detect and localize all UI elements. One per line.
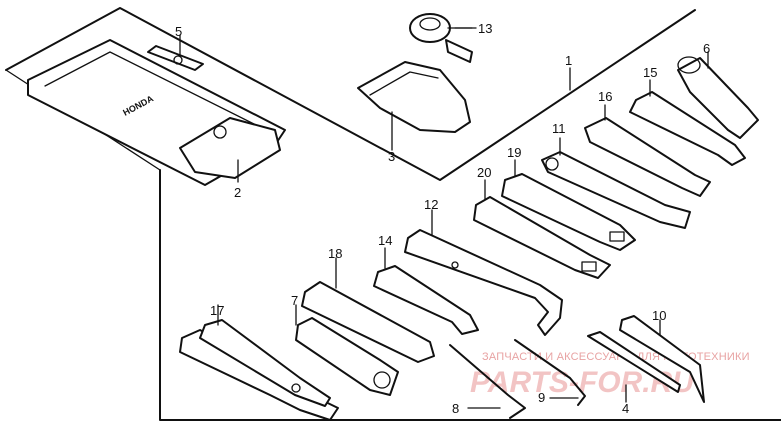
callout-1: 1 — [565, 53, 572, 68]
callout-13: 13 — [478, 21, 492, 36]
tool-bag — [357, 61, 471, 151]
small-wrench — [373, 247, 479, 335]
callout-7: 7 — [291, 293, 298, 308]
spark-plug-wrench — [295, 304, 399, 396]
screwdriver-4 — [587, 331, 681, 403]
wrench-11 — [541, 137, 691, 229]
hex-key-8 — [449, 344, 526, 419]
wrench-16 — [584, 104, 711, 197]
socket-wrench — [677, 51, 759, 139]
hex-key-9 — [514, 339, 586, 406]
pouch-strap — [147, 34, 204, 71]
box-wrench-19 — [501, 159, 636, 251]
handle-bar — [301, 257, 435, 363]
callout-12: 12 — [424, 197, 438, 212]
callout-11: 11 — [552, 121, 566, 136]
callout-5: 5 — [175, 24, 182, 39]
callouts: 2 3 4 5 6 7 8 9 10 11 12 13 14 15 16 17 … — [175, 21, 710, 416]
callout-4: 4 — [622, 401, 629, 416]
box-wrench-20 — [473, 179, 611, 279]
callout-19: 19 — [507, 145, 521, 160]
pliers — [179, 304, 339, 421]
wrench-15 — [629, 79, 746, 166]
callout-17: 17 — [210, 303, 224, 318]
callout-18: 18 — [328, 246, 342, 261]
callout-16: 16 — [598, 89, 612, 104]
tool-pouch: HONDA — [27, 39, 286, 186]
callout-6: 6 — [703, 41, 710, 56]
callout-20: 20 — [477, 165, 491, 180]
ring-tool — [409, 13, 473, 63]
callout-9: 9 — [538, 390, 545, 405]
bracket-frame-line — [159, 169, 781, 421]
callout-15: 15 — [643, 65, 657, 80]
callout-2: 2 — [234, 185, 241, 200]
bracket-top-line — [5, 7, 696, 181]
hook-spanner — [404, 209, 563, 336]
watermark: ЗАПЧАСТИ И АКСЕССУАРЫ ДЛЯ МОТОТЕХНИКИ PA… — [470, 351, 749, 399]
callout-8: 8 — [452, 401, 459, 416]
callout-3: 3 — [388, 149, 395, 164]
callout-10: 10 — [652, 308, 666, 323]
screwdriver-10 — [619, 315, 705, 403]
callout-14: 14 — [378, 233, 392, 248]
